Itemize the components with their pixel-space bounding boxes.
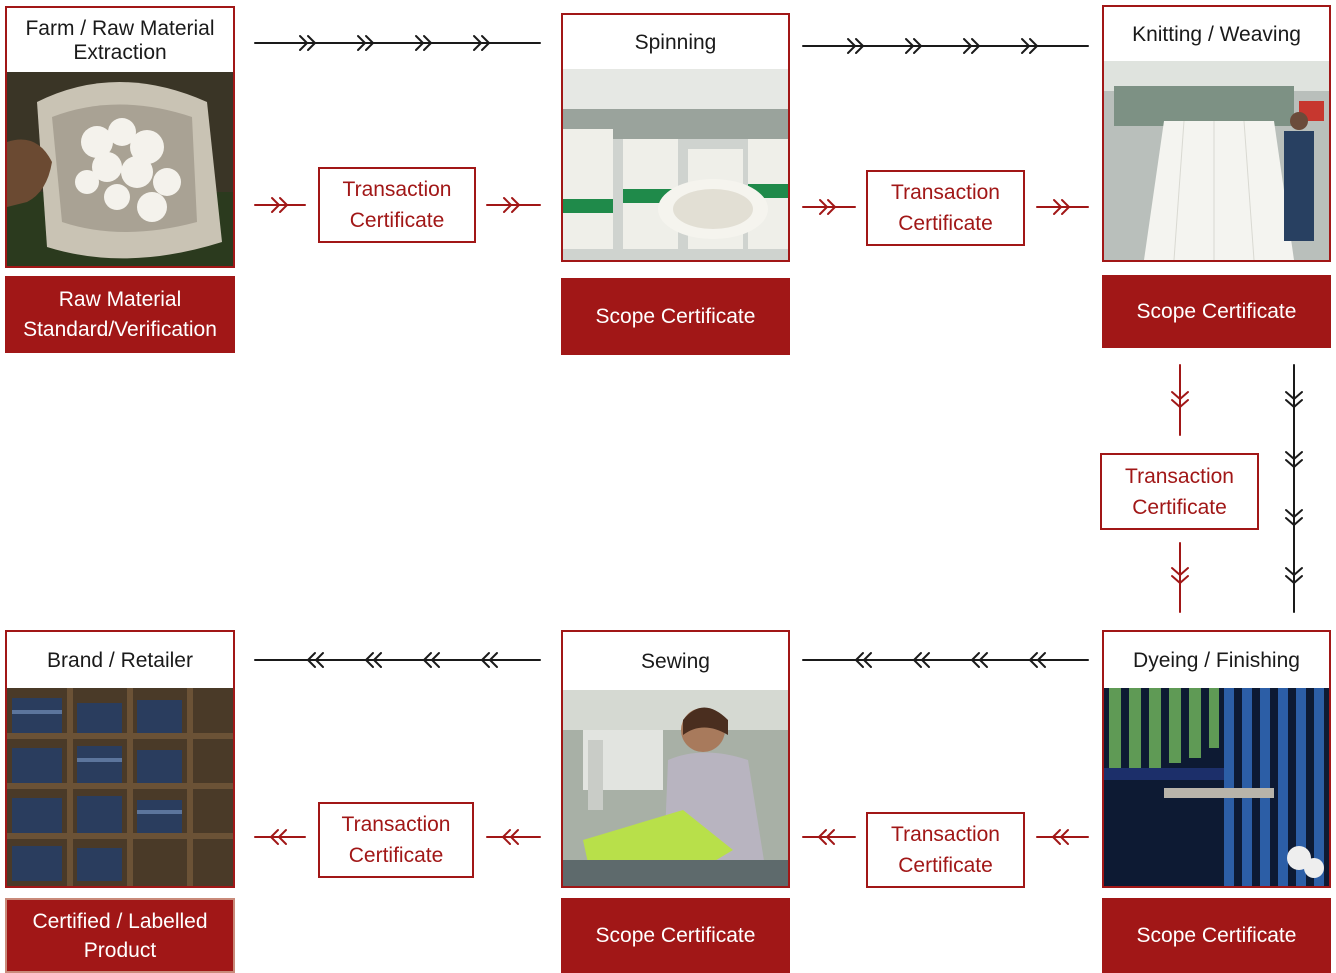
stage-title: Brand / Retailer	[7, 632, 233, 690]
stage-title: Sewing	[563, 632, 788, 692]
denim-shelves-photo	[7, 688, 233, 886]
yarn-spools-photo	[563, 69, 788, 260]
material-flow-spinning-knitting	[802, 38, 1089, 54]
sewing-worker-photo	[563, 690, 788, 886]
dyeing-scope-certificate: Scope Certificate	[1102, 898, 1331, 973]
stage-title: Farm / Raw Material Extraction	[7, 8, 233, 70]
knitting-machine-photo	[1104, 61, 1329, 260]
sewing-scope-certificate: Scope Certificate	[561, 898, 790, 973]
transaction-flow-farm-spinning	[254, 197, 541, 213]
transaction-certificate-knitting-dyeing: Transaction Certificate	[1100, 453, 1259, 530]
stage-sewing: Sewing	[561, 630, 790, 888]
cotton-sack-photo	[7, 72, 233, 266]
stage-dyeing: Dyeing / Finishing	[1102, 630, 1331, 888]
spinning-scope-certificate: Scope Certificate	[561, 278, 790, 355]
knitting-scope-certificate: Scope Certificate	[1102, 275, 1331, 348]
stage-spinning: Spinning	[561, 13, 790, 262]
stage-knitting: Knitting / Weaving	[1102, 5, 1331, 262]
transaction-flow-spinning-knitting	[802, 199, 1089, 215]
transaction-certificate-sewing-brand: Transaction Certificate	[318, 802, 474, 878]
labelled-product-certificate: Certified / Labelled Product	[5, 898, 235, 973]
stage-title: Dyeing / Finishing	[1104, 632, 1329, 690]
dyeing-machine-photo	[1104, 688, 1329, 886]
stage-brand: Brand / Retailer	[5, 630, 235, 888]
transaction-flow-sewing-brand	[254, 829, 541, 845]
transaction-certificate-dyeing-sewing: Transaction Certificate	[866, 812, 1025, 888]
transaction-certificate-spinning-knitting: Transaction Certificate	[866, 170, 1025, 246]
raw-material-certificate: Raw Material Standard/Verification	[5, 276, 235, 353]
transaction-certificate-farm-spinning: Transaction Certificate	[318, 167, 476, 243]
stage-farm: Farm / Raw Material Extraction	[5, 6, 235, 268]
material-flow-farm-spinning	[254, 35, 541, 51]
stage-title: Knitting / Weaving	[1104, 7, 1329, 63]
stage-title: Spinning	[563, 15, 788, 71]
transaction-flow-knitting-dyeing	[1171, 364, 1189, 613]
material-flow-knitting-dyeing	[1285, 364, 1303, 613]
transaction-flow-dyeing-sewing	[802, 829, 1089, 845]
material-flow-sewing-brand	[254, 652, 541, 668]
material-flow-dyeing-sewing	[802, 652, 1089, 668]
